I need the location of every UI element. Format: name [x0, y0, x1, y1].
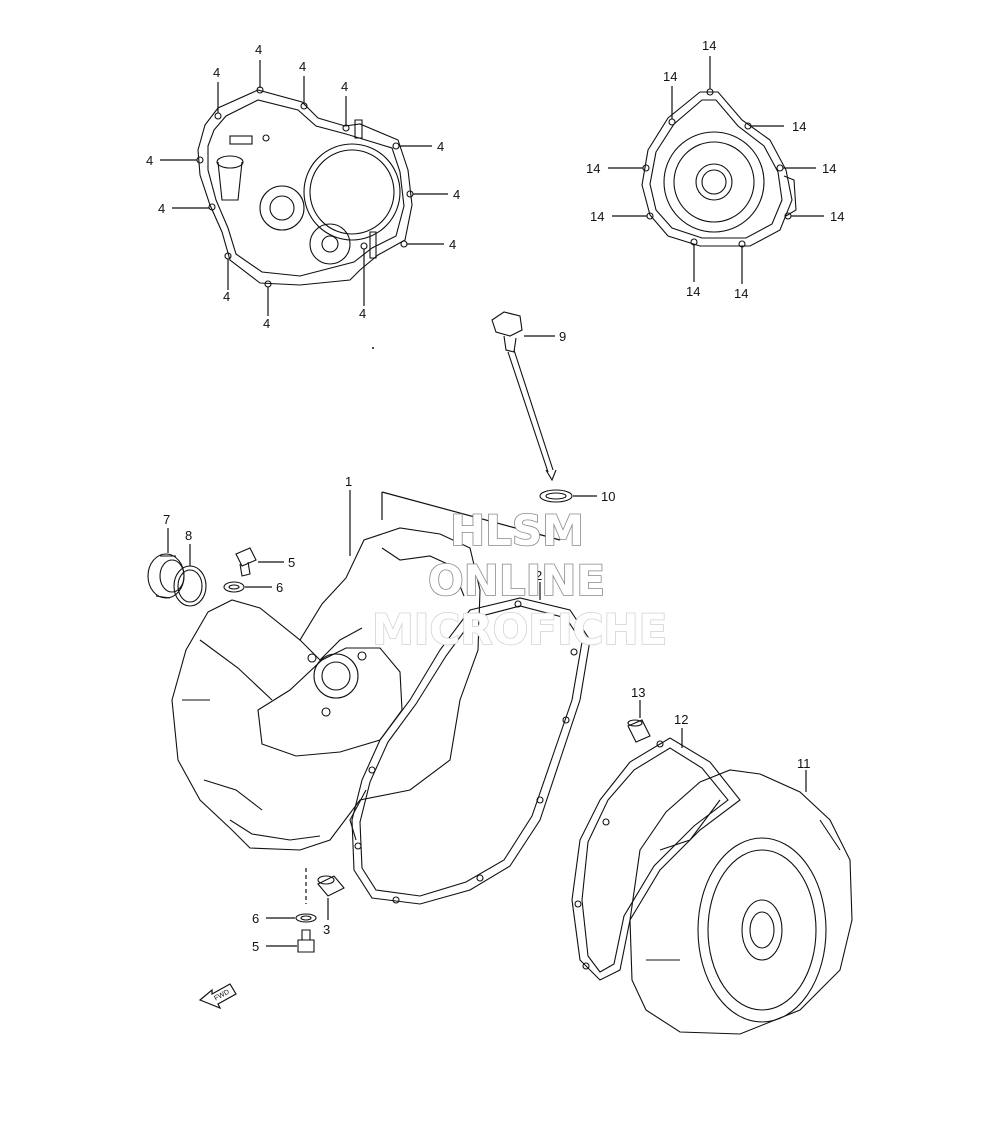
dowel-pin-3 — [317, 875, 345, 897]
gasket-2 — [351, 597, 591, 905]
callout-14-e: 14 — [822, 161, 836, 176]
callout-4-a: 4 — [255, 42, 262, 57]
callout-7: 7 — [163, 512, 170, 527]
callout-3: 3 — [323, 922, 330, 937]
dowel-pin-13 — [627, 719, 651, 743]
callout-4-j: 4 — [223, 289, 230, 304]
callout-6-upper: 6 — [276, 580, 283, 595]
watermark-line-1: HLSM — [450, 506, 584, 555]
callout-14-h: 14 — [686, 284, 700, 299]
callout-14-f: 14 — [590, 209, 604, 224]
forward-direction-arrow: FWD — [198, 983, 237, 1010]
callout-14-c: 14 — [792, 119, 806, 134]
bolt-5-upper — [235, 547, 257, 577]
callout-4-h: 4 — [453, 187, 460, 202]
generator-cover-leader-lines — [608, 56, 824, 284]
callout-4-f: 4 — [158, 201, 165, 216]
leader-1 — [349, 490, 561, 556]
callout-14-g: 14 — [830, 209, 844, 224]
callout-4-d: 4 — [341, 79, 348, 94]
callout-2: 2 — [535, 568, 542, 583]
o-ring-8 — [173, 565, 207, 607]
oil-dipstick — [491, 311, 557, 482]
stray-mark — [372, 347, 374, 349]
callout-14-i: 14 — [734, 286, 748, 301]
callout-12: 12 — [674, 712, 688, 727]
bolt-5-lower — [297, 929, 315, 953]
clutch-cover-leader-lines — [160, 60, 448, 316]
callout-4-l: 4 — [359, 306, 366, 321]
callout-8: 8 — [185, 528, 192, 543]
callout-4-k: 4 — [263, 316, 270, 331]
callout-10: 10 — [601, 489, 615, 504]
callout-11: 11 — [797, 756, 811, 771]
oil-seal-7 — [147, 553, 185, 599]
callout-4-i: 4 — [449, 237, 456, 252]
callout-4-e: 4 — [146, 153, 153, 168]
callout-9: 9 — [559, 329, 566, 344]
callout-14-b: 14 — [663, 69, 677, 84]
callout-13: 13 — [631, 685, 645, 700]
callout-14-a: 14 — [702, 38, 716, 53]
generator-cover-bolt-holes — [642, 88, 792, 248]
watermark-line-3: MICROFICHE — [372, 605, 667, 654]
callout-4-g: 4 — [437, 139, 444, 154]
clutch-cover-outline — [197, 89, 413, 286]
callout-4-b: 4 — [213, 65, 220, 80]
generator-cover-outline — [641, 91, 797, 247]
washer-6-lower — [295, 913, 317, 923]
crankcase-cover-1 — [171, 527, 481, 851]
callout-5-lower: 5 — [252, 939, 259, 954]
callout-1: 1 — [345, 474, 352, 489]
callout-4-c: 4 — [299, 59, 306, 74]
o-ring-10 — [539, 489, 573, 503]
washer-6-upper — [223, 581, 245, 593]
generator-cover-11 — [629, 769, 853, 1035]
watermark-line-2: ONLINE — [428, 556, 605, 605]
gasket-12 — [571, 737, 741, 981]
callout-14-d: 14 — [586, 161, 600, 176]
callout-6-lower: 6 — [252, 911, 259, 926]
callout-5-upper: 5 — [288, 555, 295, 570]
